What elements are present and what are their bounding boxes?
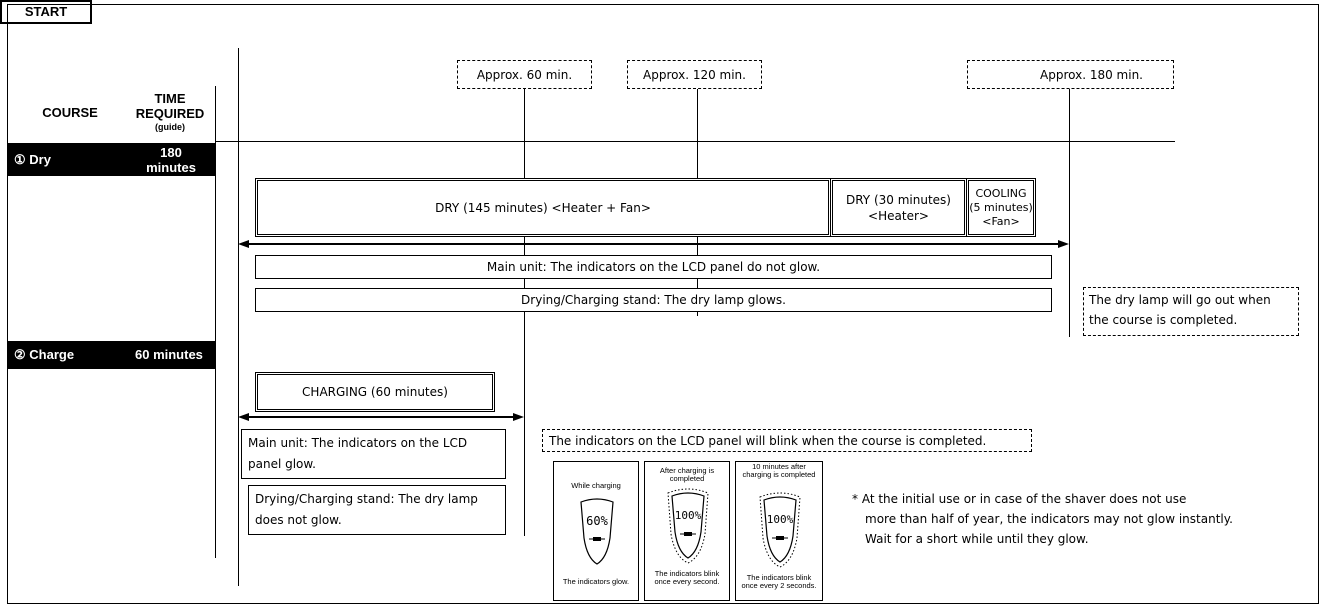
shaver-lcd-blink-icon: 100% bbox=[667, 488, 709, 564]
footnote-line-2: more than half of year, the indicators m… bbox=[865, 512, 1233, 526]
footnote: * At the initial use or in case of the s… bbox=[852, 489, 1312, 549]
charging-phase: CHARGING (60 minutes) bbox=[255, 372, 495, 412]
shaver-lcd-icon: 60% bbox=[580, 498, 614, 565]
dry-phase-heater: DRY (30 minutes)<Heater> bbox=[830, 178, 967, 237]
indicator-panel-charging: While charging 60% The indicators glow. bbox=[553, 461, 639, 601]
time-required-header: TIME REQUIRED (guide) bbox=[135, 91, 205, 132]
dry-main-unit-status: Main unit: The indicators on the LCD pan… bbox=[255, 255, 1052, 279]
footnote-line-1: * At the initial use or in case of the s… bbox=[852, 492, 1187, 506]
lcd-reading: 100% bbox=[767, 513, 794, 526]
approx-180-label: Approx. 180 min. bbox=[967, 60, 1174, 89]
dry-phase-heater-fan: DRY (145 minutes) <Heater + Fan> bbox=[255, 178, 831, 237]
course-row-charge: ② Charge 60 minutes bbox=[8, 341, 215, 369]
header-rule bbox=[215, 141, 1175, 142]
course-row-dry: ① Dry 180 minutes bbox=[8, 143, 215, 176]
indicator-panel-after-10-min: 10 minutes after charging is completed 1… bbox=[735, 461, 823, 601]
approx-60-line bbox=[524, 89, 525, 536]
approx-120-label: Approx. 120 min. bbox=[627, 60, 762, 89]
lcd-reading: 100% bbox=[675, 509, 702, 522]
diagram-frame bbox=[7, 4, 1319, 604]
cooling-phase: COOLING(5 minutes)<Fan> bbox=[966, 178, 1036, 237]
blink-note: The indicators on the LCD panel will bli… bbox=[542, 429, 1032, 452]
header-divider-line bbox=[215, 86, 216, 558]
approx-60-label: Approx. 60 min. bbox=[457, 60, 592, 89]
footnote-line-3: Wait for a short while until they glow. bbox=[865, 532, 1089, 546]
charge-main-unit-status: Main unit: The indicators on the LCD pan… bbox=[241, 429, 506, 479]
shaver-lcd-slow-blink-icon: 100% bbox=[759, 492, 801, 568]
start-line bbox=[238, 48, 239, 586]
dry-duration-arrow bbox=[238, 240, 1069, 248]
course-header: COURSE bbox=[42, 105, 98, 120]
approx-180-line bbox=[1069, 89, 1070, 337]
dry-lamp-note: The dry lamp will go out when the course… bbox=[1083, 287, 1299, 336]
lcd-reading: 60% bbox=[586, 514, 608, 528]
indicator-panel-completed: After charging is completed 100% The ind… bbox=[644, 461, 730, 601]
charge-duration-arrow bbox=[238, 413, 524, 421]
charge-stand-status: Drying/Charging stand: The dry lamp does… bbox=[248, 485, 506, 535]
dry-stand-status: Drying/Charging stand: The dry lamp glow… bbox=[255, 288, 1052, 312]
